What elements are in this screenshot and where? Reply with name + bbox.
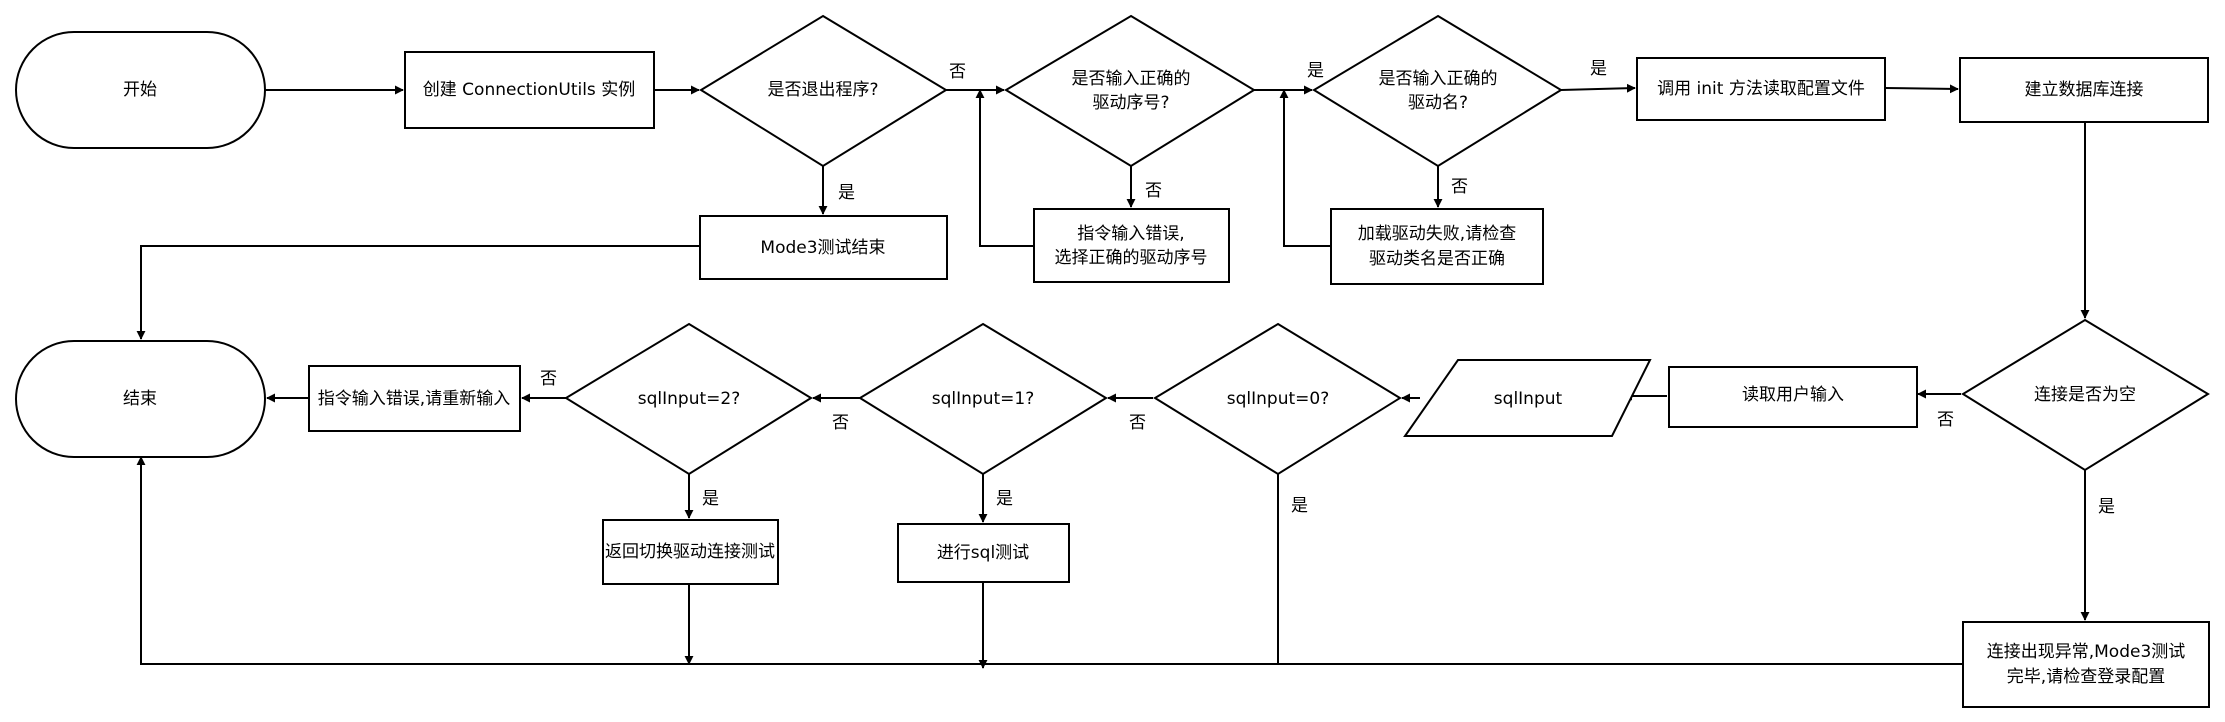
node-create-instance: 创建 ConnectionUtils 实例 (404, 51, 655, 129)
label-null-yes: 是 (2098, 497, 2115, 517)
node-sql-input-io-label: sqlInput (1494, 389, 1563, 409)
edge-driver-error-loop (975, 89, 1034, 247)
node-connection-exception-line1: 连接出现异常,Mode3测试 (1987, 642, 2186, 662)
label-exit-yes: 是 (838, 183, 855, 203)
node-start-label: 开始 (123, 80, 157, 100)
node-sql-input-0-decision: sqlInput=0? (1153, 322, 1402, 476)
label-null-no: 否 (1937, 410, 1954, 430)
node-exit-program-decision: 是否退出程序? (699, 14, 948, 168)
node-return-switch-driver-label: 返回切换驱动连接测试 (605, 542, 775, 562)
node-sql-input-io: sqlInput (1403, 359, 1652, 437)
node-read-user-input-label: 读取用户输入 (1742, 385, 1844, 405)
node-call-init: 调用 init 方法读取配置文件 (1636, 57, 1886, 121)
edge-load-fail-loop (1279, 89, 1331, 247)
label-driver-name-no: 否 (1451, 177, 1468, 197)
node-start: 开始 (15, 31, 266, 149)
node-sql-input-1-decision: sqlInput=1? (858, 322, 1108, 476)
node-end-label: 结束 (123, 389, 157, 409)
node-load-driver-failed-line1: 加载驱动失败,请检查 (1358, 224, 1516, 244)
node-driver-name-line2: 驱动名? (1408, 93, 1468, 113)
label-driver-number-yes: 是 (1307, 61, 1324, 81)
node-load-driver-failed: 加载驱动失败,请检查 驱动类名是否正确 (1330, 208, 1544, 285)
edges (136, 83, 2090, 669)
node-driver-number-decision: 是否输入正确的 驱动序号? (1004, 14, 1256, 168)
node-command-error-reinput-label: 指令输入错误,请重新输入 (318, 389, 510, 409)
node-driver-number-line1: 是否输入正确的 (1072, 69, 1191, 89)
node-driver-number-line2: 驱动序号? (1092, 93, 1169, 113)
edge-labels: 否 是 是 否 是 否 否 是 否 是 否 是 否 是 (540, 59, 2115, 517)
node-driver-name-decision: 是否输入正确的 驱动名? (1312, 14, 1563, 168)
node-command-error-driver-line2: 选择正确的驱动序号 (1055, 248, 1208, 268)
label-exit-no: 否 (949, 62, 966, 82)
label-sql0-yes: 是 (1291, 496, 1308, 516)
node-establish-connection: 建立数据库连接 (1959, 57, 2209, 123)
node-connection-null-decision: 连接是否为空 (1961, 318, 2210, 472)
node-run-sql-test-label: 进行sql测试 (937, 543, 1029, 563)
label-sql2-yes: 是 (702, 489, 719, 509)
label-sql1-no: 否 (832, 413, 849, 433)
edge-init-to-connect (1884, 84, 1959, 94)
label-sql2-no: 否 (540, 369, 557, 389)
node-create-instance-label: 创建 ConnectionUtils 实例 (423, 80, 635, 100)
node-connection-exception-line2: 完毕,请检查登录配置 (2007, 667, 2165, 687)
node-sql-input-2-label: sqlInput=2? (638, 389, 740, 409)
node-return-switch-driver: 返回切换驱动连接测试 (602, 519, 779, 585)
node-end: 结束 (15, 340, 266, 458)
node-load-driver-failed-line2: 驱动类名是否正确 (1369, 249, 1505, 269)
node-mode3-end-label: Mode3测试结束 (760, 238, 885, 258)
node-run-sql-test: 进行sql测试 (897, 523, 1070, 583)
node-connection-exception: 连接出现异常,Mode3测试 完毕,请检查登录配置 (1962, 621, 2210, 708)
label-sql1-yes: 是 (996, 489, 1013, 509)
node-command-error-reinput: 指令输入错误,请重新输入 (308, 365, 521, 432)
edge-driver-name-yes (1560, 83, 1636, 93)
node-driver-name-line1: 是否输入正确的 (1379, 69, 1498, 89)
node-read-user-input: 读取用户输入 (1668, 366, 1918, 428)
node-sql-input-0-label: sqlInput=0? (1227, 389, 1329, 409)
label-driver-number-no: 否 (1145, 181, 1162, 201)
node-sql-input-2-decision: sqlInput=2? (564, 322, 813, 476)
node-command-error-driver-line1: 指令输入错误, (1077, 224, 1184, 244)
node-sql-input-1-label: sqlInput=1? (932, 389, 1034, 409)
node-exit-program-label: 是否退出程序? (767, 80, 878, 100)
label-driver-name-yes: 是 (1590, 59, 1607, 79)
edge-mode3-to-end (136, 245, 700, 340)
node-establish-connection-label: 建立数据库连接 (2025, 80, 2144, 100)
node-mode3-end: Mode3测试结束 (699, 215, 948, 280)
node-connection-null-label: 连接是否为空 (2034, 385, 2136, 405)
label-sql0-no: 否 (1129, 413, 1146, 433)
node-call-init-label: 调用 init 方法读取配置文件 (1657, 79, 1865, 99)
edge-bottom-to-end (136, 456, 1963, 665)
node-command-error-driver: 指令输入错误, 选择正确的驱动序号 (1033, 208, 1230, 283)
